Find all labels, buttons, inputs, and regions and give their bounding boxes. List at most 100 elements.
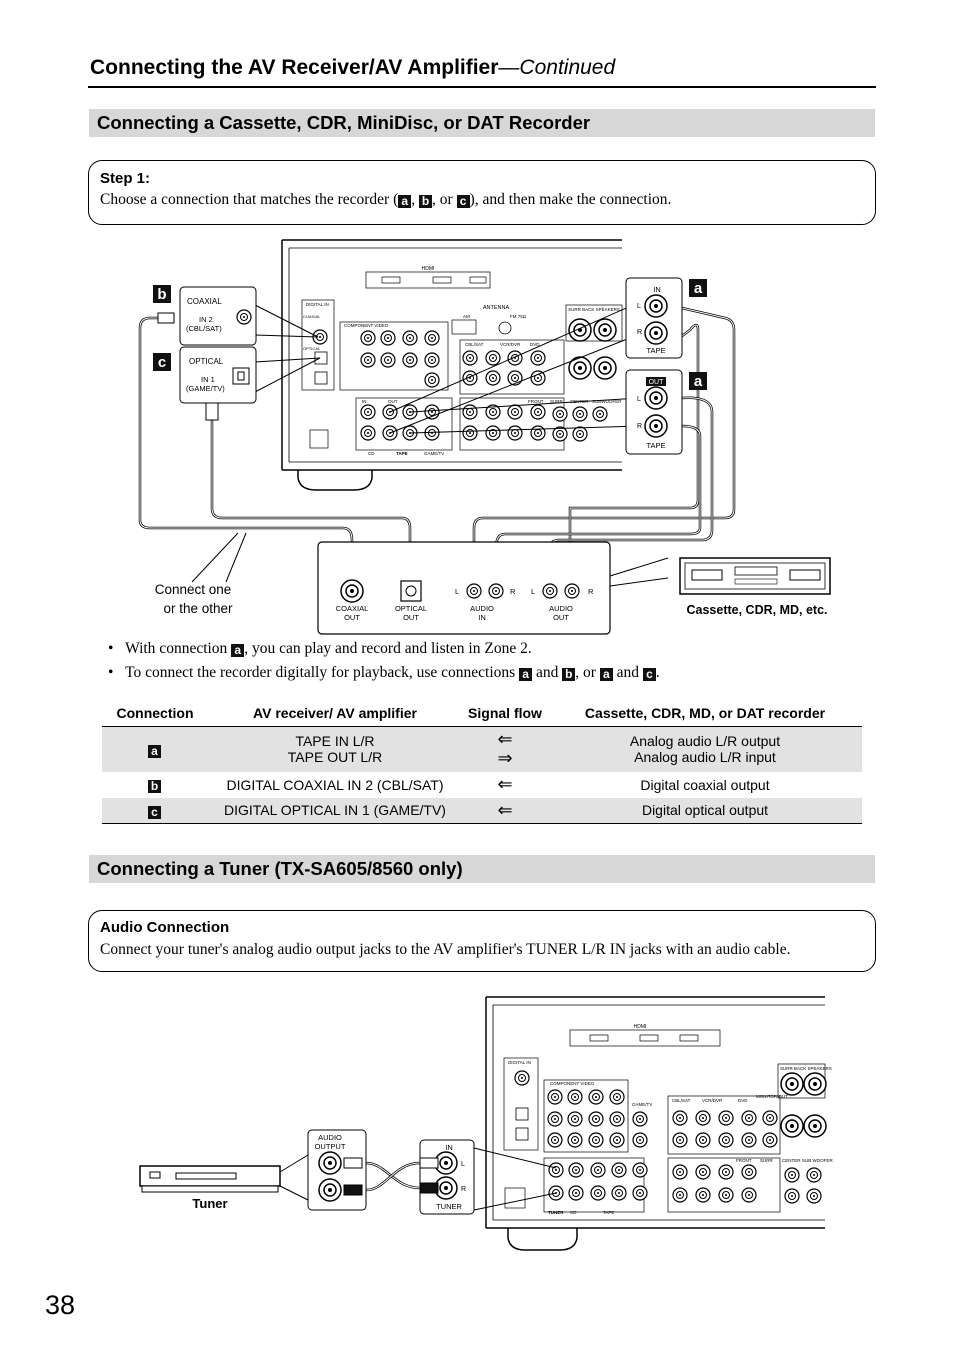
table-cell-flow: ⇐⇒ — [462, 726, 548, 772]
table-row: b DIGITAL COAXIAL IN 2 (CBL/SAT) ⇐ Digit… — [102, 772, 862, 798]
tuner-audio-output-callout: AUDIO OUTPUT — [307, 1129, 367, 1211]
tape-in-callout: IN L R TAPE — [625, 277, 683, 359]
tuner-illustration — [139, 1165, 281, 1193]
tape-out-callout: OUT L R TAPE — [625, 369, 683, 455]
tuner-in-label: IN — [445, 1143, 453, 1152]
rear-label-antenna: ANTENNA — [483, 305, 510, 311]
letter-b-badge: b — [419, 195, 433, 208]
audio-out-label-1: AUDIO — [549, 604, 573, 613]
bullet-text: To connect the recorder digitally for pl… — [125, 664, 520, 681]
rear-label-in: IN — [362, 399, 367, 404]
rear-label-surr: SURR — [550, 399, 564, 404]
table-header-row: Connection AV receiver/ AV amplifier Sig… — [102, 700, 862, 727]
audio-in-label-1: AUDIO — [470, 604, 494, 613]
letter-b-marker-text: b — [157, 286, 166, 303]
coaxial-in-callout: COAXIAL IN 2 (CBL/SAT) — [179, 286, 257, 346]
optical-source: (GAME/TV) — [186, 384, 225, 393]
tuner-jack-label: TUNER — [436, 1202, 462, 1211]
rear-label-monitor-out: MONITOR OUT — [756, 1094, 788, 1099]
audio-in-r: R — [510, 587, 516, 596]
connection-table: Connection AV receiver/ AV amplifier Sig… — [102, 700, 862, 824]
step-text-before: Choose a connection that matches the rec… — [100, 191, 399, 208]
tuner-in-r: R — [461, 1186, 466, 1193]
bullet-digital: • To connect the recorder digitally for … — [108, 664, 660, 681]
rear-label-cbl-sat: CBL/SAT — [672, 1098, 691, 1103]
coaxial-in: IN 2 — [199, 315, 213, 324]
bullet-text: With connection — [125, 640, 232, 657]
tape-in-l: L — [637, 303, 641, 310]
audio-connection-label: Audio Connection — [100, 919, 230, 936]
tape-in-r: R — [637, 329, 642, 336]
audio-connection-box: Audio Connection Connect your tuner's an… — [88, 910, 876, 972]
rear-label-front: FRONT — [528, 399, 544, 404]
arrow-left-icon: ⇐ — [497, 774, 513, 794]
bullet-text: and — [532, 664, 563, 681]
audio-out-l: L — [531, 587, 535, 596]
audio-out-r: R — [588, 587, 594, 596]
rear-label-fm: FM 75Ω — [510, 314, 527, 319]
rear-label-dvd: DVD — [530, 342, 540, 347]
cell-line: TAPE OUT L/R — [287, 749, 383, 766]
letter-c-marker — [153, 353, 171, 371]
arrow-left-icon: ⇐ — [497, 729, 513, 750]
audio-output-label-2: OUTPUT — [315, 1142, 346, 1151]
cell-line: Analog audio L/R input — [634, 749, 776, 766]
amplifier-rear-panel: HDMI DIGITAL IN COMPONENT VIDEO GAME/TV … — [485, 996, 834, 1251]
optical-in-callout: OPTICAL IN 1 (GAME/TV) — [179, 346, 257, 404]
table-cell-flow: ⇐ — [462, 772, 548, 798]
receiver-rear-panel: HDMI ANTENNA AM FM 75Ω SURR BACK SPEAKER… — [281, 239, 623, 491]
rear-label-subwoofer: SUB WOOFER — [802, 1158, 834, 1163]
step-sep: , or — [432, 191, 457, 208]
bullet-text: , you can play and record and listen in … — [244, 640, 532, 657]
rear-label-vcr-dvr: VCR/DVR — [702, 1098, 723, 1103]
rear-label-component-video: COMPONENT VIDEO — [344, 323, 389, 328]
step-label: Step 1: — [100, 170, 151, 187]
rear-label-front: FRONT — [736, 1158, 752, 1163]
rear-label-game-tv: GAME/TV — [424, 451, 444, 456]
letter-a-marker — [689, 372, 707, 390]
cell-line: Analog audio L/R output — [629, 733, 781, 750]
arrow-right-icon: ⇒ — [497, 748, 513, 769]
rear-label-game-tv: GAME/TV — [632, 1102, 652, 1107]
tuner-cables — [279, 1147, 557, 1211]
table-cell-av: DIGITAL COAXIAL IN 2 (CBL/SAT) — [226, 776, 444, 793]
rear-label-digital-in: DIGITAL IN — [508, 1060, 531, 1065]
table-cell-av: DIGITAL OPTICAL IN 1 (GAME/TV) — [208, 797, 462, 824]
table-header: Cassette, CDR, MD, or DAT recorder — [548, 700, 862, 727]
audio-output-label-1: AUDIO — [318, 1133, 342, 1142]
bullet-text: , or — [575, 664, 600, 681]
page-title-continued: —Continued — [498, 56, 616, 79]
optical-in: IN 1 — [201, 375, 215, 384]
tape-out-tape: TAPE — [646, 441, 665, 450]
tuner-connection-diagram: HDMI DIGITAL IN COMPONENT VIDEO GAME/TV … — [139, 996, 834, 1251]
rear-label-tape: TAPE — [396, 451, 408, 456]
rear-label-center: CENTER — [782, 1158, 801, 1163]
tape-out-r: R — [637, 423, 642, 430]
letter-a-badge: a — [599, 668, 613, 681]
coaxial-source: (CBL/SAT) — [186, 324, 222, 333]
rear-label-subwoofer: SUBWOOFER — [592, 399, 622, 404]
rear-label-dvd: DVD — [738, 1098, 748, 1103]
step-sep: , — [411, 191, 420, 208]
page-title: Connecting the AV Receiver/AV Amplifier—… — [90, 56, 615, 80]
bullet-text: and — [612, 664, 643, 681]
rear-label-surr-back: SURR BACK SPEAKERS — [780, 1066, 832, 1071]
rear-label-tape: TAPE — [603, 1210, 614, 1215]
table-header: AV receiver/ AV amplifier — [208, 700, 462, 727]
coaxial-out-label-1: COAXIAL — [336, 604, 369, 613]
rear-label-vcr-dvr: VCR/DVR — [500, 342, 521, 347]
page-number: 38 — [45, 1290, 76, 1320]
tuner-device-label: Tuner — [192, 1196, 227, 1211]
letter-c-marker-text: c — [158, 354, 166, 371]
rear-label-out: OUT — [388, 399, 398, 404]
cassette-device-label: Cassette, CDR, MD, etc. — [686, 603, 827, 617]
recorder-connection-diagram: HDMI ANTENNA AM FM 75Ω SURR BACK SPEAKER… — [138, 239, 831, 635]
letter-b-marker — [153, 285, 171, 303]
table-header: Signal flow — [462, 700, 548, 727]
letter-c-badge: c — [642, 668, 656, 681]
step-text: Choose a connection that matches the rec… — [100, 191, 671, 209]
step-text-after: ), and then make the connection. — [469, 191, 672, 208]
coaxial-title: COAXIAL — [187, 297, 222, 306]
